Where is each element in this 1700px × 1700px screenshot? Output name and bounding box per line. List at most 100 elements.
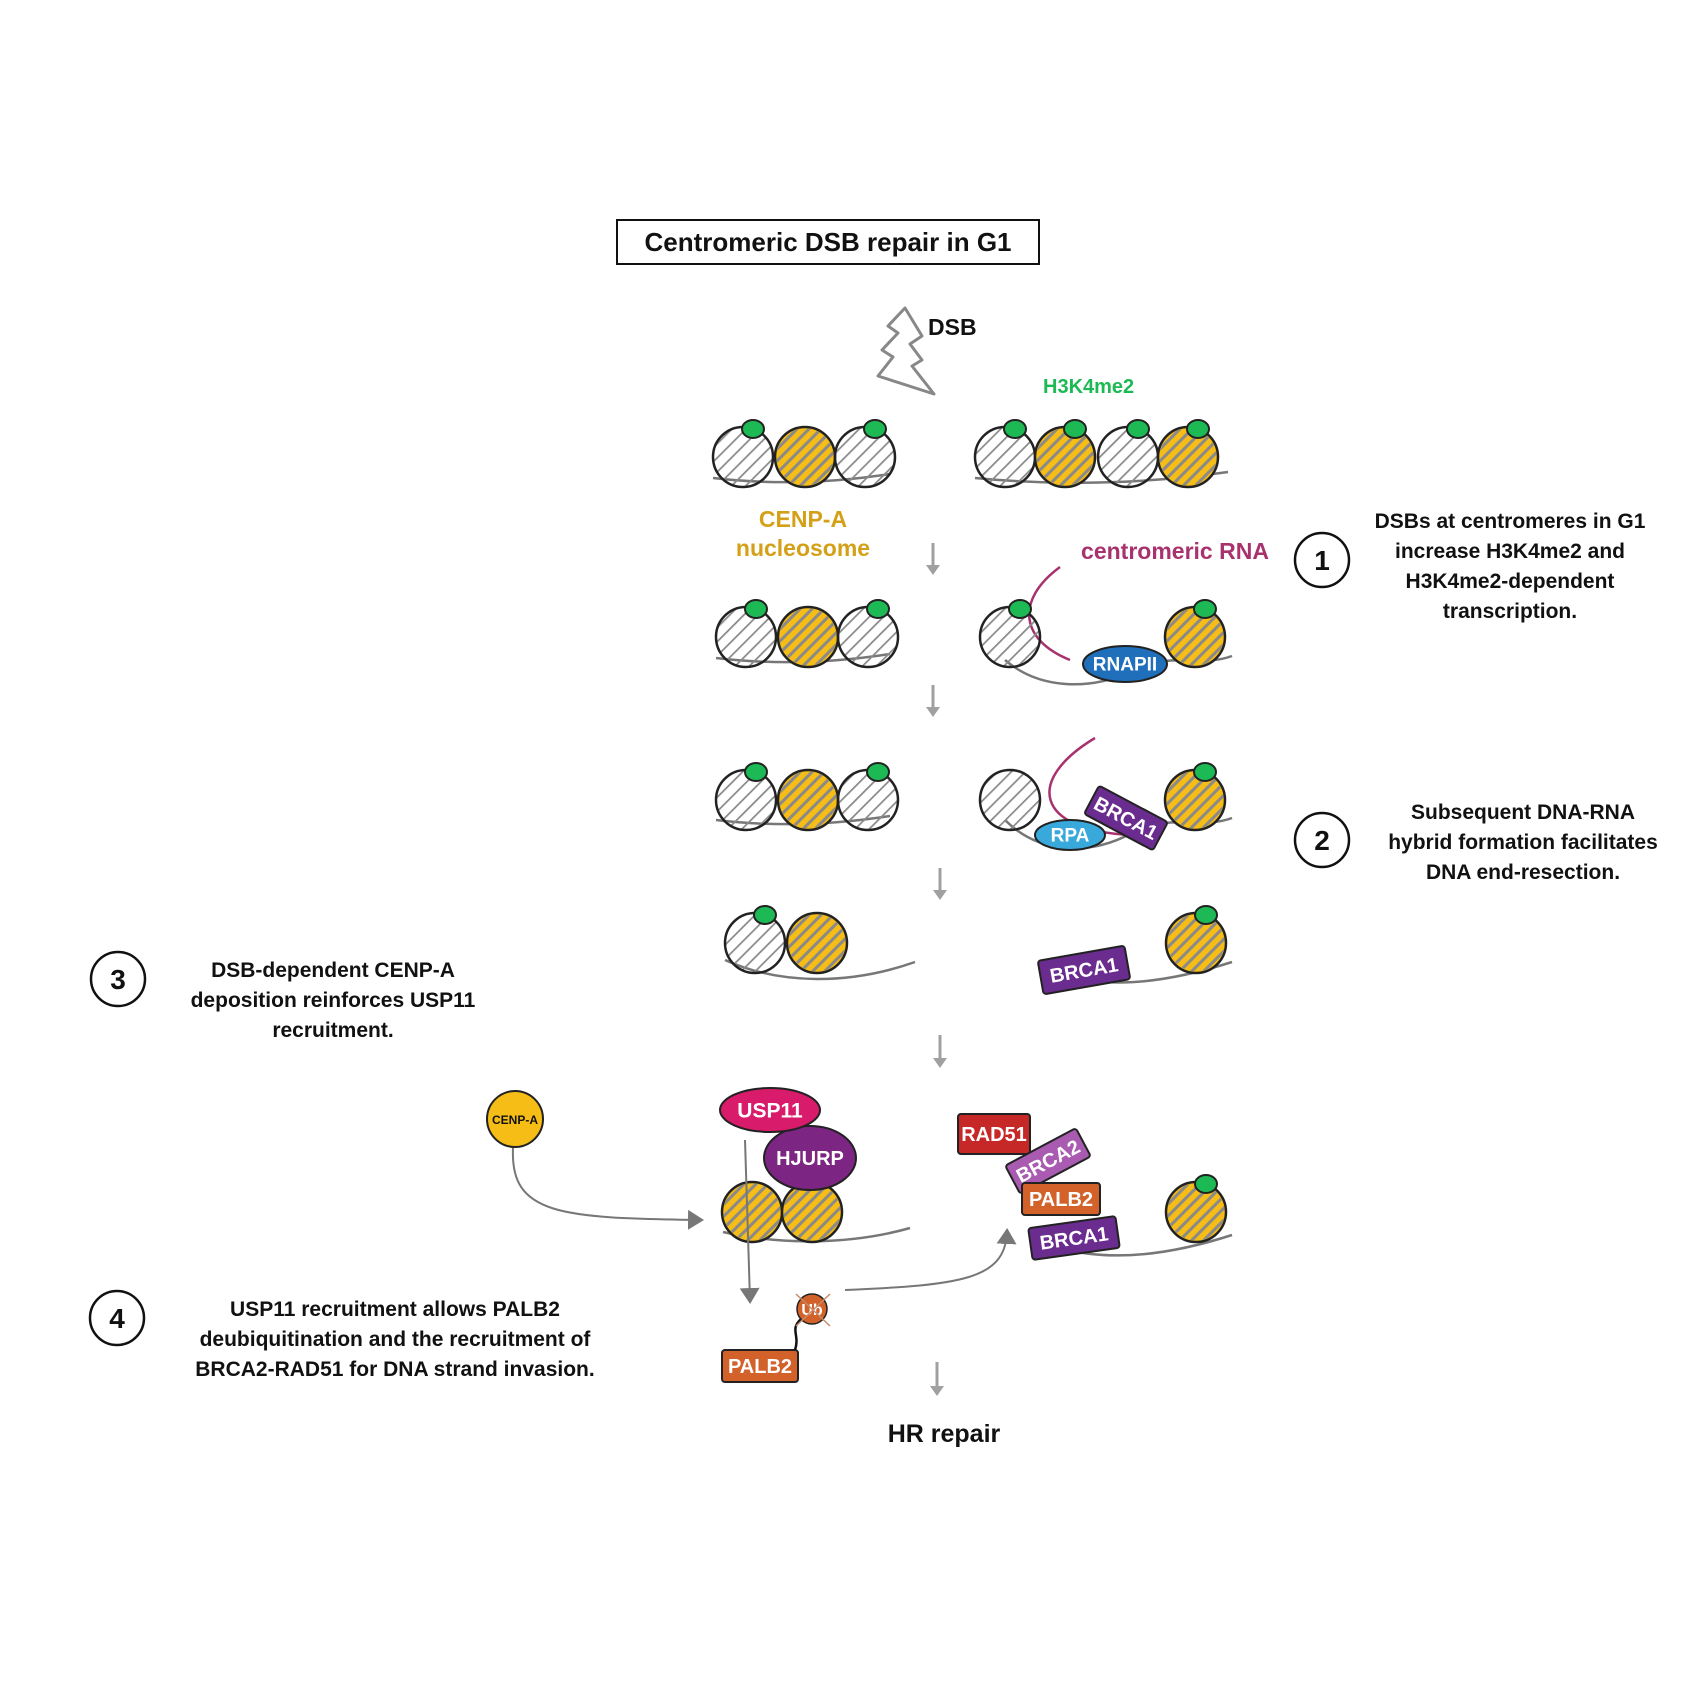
h3k4me2-mark-icon: [753, 905, 777, 925]
step-3-text-line: recruitment.: [272, 1019, 393, 1042]
ubiquitin-icon: Ub: [795, 1293, 831, 1327]
h3k4me2-mark-icon: [866, 599, 890, 619]
h3k4me2-mark-icon: [744, 599, 768, 619]
dna-wrap-lines: [788, 914, 846, 972]
rnapii-icon-label: RNAPII: [1093, 655, 1157, 676]
h3-nucleosome-icon: [978, 605, 1042, 669]
h3-nucleosome-icon: [973, 425, 1037, 489]
row1-nuc-3: [833, 419, 897, 489]
brca1-row4-icon: BRCA1: [1037, 945, 1131, 995]
rnapii-icon: RNAPII: [1082, 645, 1168, 683]
centromeric-rna-label: centromeric RNA: [1081, 538, 1269, 564]
step-1-text-line: increase H3K4me2 and: [1395, 540, 1625, 563]
row3-nuc-5: [1163, 762, 1227, 832]
step-4-text-line: BRCA2-RAD51 for DNA strand invasion.: [195, 1358, 594, 1381]
palb2-free-icon-label: PALB2: [728, 1356, 792, 1378]
step-2-circle: [1293, 811, 1351, 869]
step-3-text-line: deposition reinforces USP11: [191, 989, 476, 1012]
step-1-text-line: H3K4me2-dependent: [1406, 570, 1615, 593]
dsb-label: DSB: [928, 314, 977, 340]
palb2-complex-icon: PALB2: [1021, 1182, 1101, 1216]
hjurp-icon: HJURP: [763, 1125, 857, 1191]
step-1-text-line: DSBs at centromeres in G1: [1375, 510, 1646, 533]
row5-nuc-1: [720, 1180, 784, 1244]
h3-nucleosome-icon: [723, 911, 787, 975]
row5-nuc-2: [780, 1180, 844, 1244]
arrow-4: [933, 1035, 947, 1068]
dna-wrap-lines: [779, 608, 837, 666]
h3k4me2-mark-icon: [744, 762, 768, 782]
h3k4me2-mark-icon: [1186, 419, 1210, 439]
rad51-icon: RAD51: [957, 1113, 1031, 1155]
row2-nuc-2: [776, 605, 840, 669]
step-1-text-line: transcription.: [1443, 600, 1577, 623]
step-4-text-line: deubiquitination and the recruitment of: [200, 1328, 592, 1351]
free-cenpa-icon: CENP-A: [486, 1090, 544, 1148]
usp11-icon: USP11: [719, 1087, 821, 1133]
row1-nuc-5: [1033, 419, 1097, 489]
dna-wrap-lines: [1159, 428, 1217, 486]
h3-nucleosome-icon: [836, 768, 900, 832]
row2-nuc-5: [1163, 599, 1227, 669]
hr-repair-label: HR repair: [888, 1420, 1001, 1448]
cenpa-nucleosome-label-line1: CENP-A: [759, 506, 847, 532]
rpa-icon: RPA: [1034, 819, 1106, 851]
row4-nuc-1: [723, 905, 787, 975]
h3k4me2-label: H3K4me2: [1043, 376, 1134, 398]
h3-nucleosome-icon: [1096, 425, 1160, 489]
arrow-5: [930, 1362, 944, 1396]
dna-wrap-lines: [783, 1183, 841, 1241]
step-4-number: 4: [109, 1303, 125, 1334]
h3k4me2-mark-icon: [1126, 419, 1150, 439]
step-3-circle: [89, 950, 147, 1008]
dsb-lightning-icon: [876, 306, 936, 396]
h3k4me2-mark-icon: [866, 762, 890, 782]
usp11-icon-label: USP11: [737, 1099, 803, 1122]
dna-wrap-lines: [723, 1183, 781, 1241]
step-2-text-line: DNA end-resection.: [1426, 861, 1620, 884]
arrow-3: [933, 868, 947, 900]
arrow-layer: [511, 543, 1017, 1396]
step-4: 4 USP11 recruitment allows PALB2 deubiquit…: [88, 1289, 595, 1381]
h3-nucleosome-icon: [833, 425, 897, 489]
step-2-number: 2: [1314, 825, 1330, 856]
brca1-row5-icon: BRCA1: [1027, 1215, 1121, 1261]
step-4-text-line: USP11 recruitment allows PALB2: [230, 1298, 560, 1321]
step-4-circle: [88, 1289, 146, 1347]
h3-nucleosome-icon: [836, 605, 900, 669]
row1-nuc-4: [973, 419, 1037, 489]
h3k4me2-mark-icon: [741, 419, 765, 439]
arrow-2: [926, 685, 940, 717]
h3k4me2-mark-icon: [1194, 1174, 1218, 1194]
h3-nucleosome-icon: [714, 605, 778, 669]
hjurp-icon-label: HJURP: [776, 1148, 844, 1170]
row5-nuc-3: [1164, 1174, 1228, 1244]
row1-nuc-1: [711, 419, 775, 489]
row1-nuc-6: [1096, 419, 1160, 489]
step-2-text-line: hybrid formation facilitates: [1388, 831, 1658, 854]
brca1-row3-icon: BRCA1: [1084, 785, 1168, 851]
row2-nuc-1: [714, 599, 778, 669]
cenpa-deposition-arrow: [511, 1147, 704, 1230]
step-1-circle: [1293, 531, 1351, 589]
ub-cross-line: [795, 1293, 831, 1327]
row3-nuc-3: [836, 762, 900, 832]
row4-nuc-3: [1164, 905, 1228, 975]
row3-nuc-4: [978, 768, 1042, 832]
rad51-icon-label: RAD51: [961, 1124, 1027, 1146]
rpa-icon-label: RPA: [1051, 826, 1090, 847]
h3-nucleosome-icon: [714, 768, 778, 832]
h3k4me2-mark-icon: [863, 419, 887, 439]
nucleosome-layer: [711, 419, 1228, 1244]
row2-nuc-3: [836, 599, 900, 669]
row3-nuc-1: [714, 762, 778, 832]
step-3-number: 3: [110, 964, 126, 995]
diagram-title: Centromeric DSB repair in G1: [645, 227, 1012, 257]
h3k4me2-mark-icon: [1194, 905, 1218, 925]
h3k4me2-mark-icon: [1063, 419, 1087, 439]
